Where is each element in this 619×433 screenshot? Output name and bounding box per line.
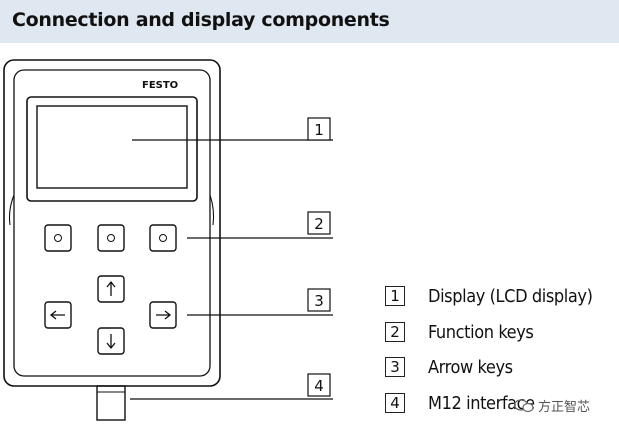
right-grip-line [209, 194, 215, 226]
function-key-1[interactable] [44, 224, 72, 252]
legend-item-arrow-keys: 3 Arrow keys [385, 355, 513, 379]
section-title: Connection and display components [12, 9, 390, 31]
legend-label: M12 interface [428, 392, 535, 414]
left-grip-line [8, 194, 15, 226]
legend-item-m12-interface: 4 M12 interface [385, 391, 535, 415]
arrow-key-down[interactable] [97, 327, 125, 355]
brand-logo: FESTO [142, 80, 178, 91]
arrow-left-icon [49, 310, 65, 320]
device-front-panel [13, 69, 211, 377]
arrow-key-right[interactable] [149, 301, 177, 329]
legend-number: 3 [385, 357, 405, 377]
callout-4: 4 [307, 373, 331, 397]
arrow-key-up[interactable] [97, 275, 125, 303]
watermark: 方正智芯 [514, 396, 590, 415]
section-header: Connection and display components [0, 0, 619, 43]
legend-item-function-keys: 2 Function keys [385, 320, 534, 344]
function-key-2[interactable] [97, 224, 125, 252]
legend-label: Arrow keys [428, 356, 513, 378]
callout-3-number: 3 [314, 292, 324, 310]
callout-1-number: 1 [314, 121, 324, 139]
m12-connector [96, 385, 126, 421]
legend-number: 2 [385, 322, 405, 342]
legend-label: Display (LCD display) [428, 285, 593, 307]
arrow-down-icon [106, 334, 116, 350]
arrow-right-icon [156, 310, 172, 320]
callout-3: 3 [307, 288, 331, 312]
legend-number: 1 [385, 286, 405, 306]
legend-item-display: 1 Display (LCD display) [385, 284, 593, 308]
circle-icon [107, 234, 115, 242]
circle-icon [159, 234, 167, 242]
chat-bubble-icon [514, 398, 534, 412]
watermark-text: 方正智芯 [538, 400, 591, 415]
legend-number: 4 [385, 393, 405, 413]
callout-2: 2 [307, 211, 331, 235]
lcd-display [36, 105, 188, 189]
arrow-up-icon [106, 280, 116, 296]
circle-icon [54, 234, 62, 242]
function-key-3[interactable] [149, 224, 177, 252]
callout-1: 1 [307, 117, 331, 141]
arrow-key-left[interactable] [44, 301, 72, 329]
callout-2-number: 2 [314, 215, 324, 233]
callout-4-number: 4 [314, 377, 324, 395]
lcd-frame [26, 96, 198, 202]
legend-label: Function keys [428, 321, 534, 343]
